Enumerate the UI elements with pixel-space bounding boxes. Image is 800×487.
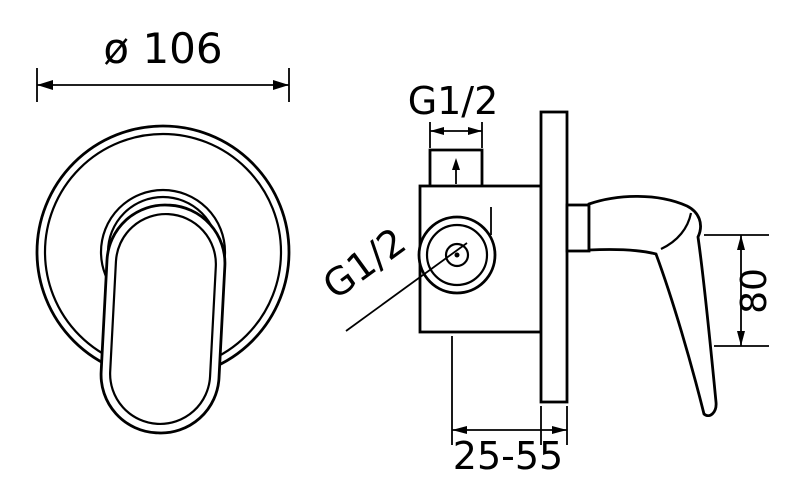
dimension-arrow-left — [452, 426, 467, 434]
top-thread-label: G1/2 — [408, 79, 499, 123]
height-dimension: 80 — [704, 234, 775, 347]
wall-plate — [539, 110, 569, 404]
inlet-boss-mid-circle — [425, 223, 489, 287]
dimension-arrow-top — [737, 235, 745, 250]
depth-range-label: 25-55 — [453, 434, 563, 478]
side-view: G1/2 G1/2 — [315, 79, 775, 478]
side-thread-label: G1/2 — [315, 219, 414, 308]
handle-adapter — [565, 203, 591, 253]
flow-arrow-head — [452, 158, 460, 170]
diameter-dimension-label: ø 106 — [103, 24, 222, 73]
lever-handle-outline — [99, 203, 227, 435]
inlet-boss-thread-circle — [444, 242, 470, 268]
top-inlet-outline — [428, 148, 484, 186]
depth-range-dimension: 25-55 — [451, 336, 568, 478]
dimension-arrow-left — [430, 127, 444, 135]
top-thread-dimension: G1/2 — [408, 79, 499, 148]
side-thread-leader-line — [345, 242, 468, 332]
lever-handle-side-outline — [587, 195, 718, 418]
lever-handle-inner-contour — [109, 212, 217, 426]
dimension-arrow-right — [273, 80, 289, 90]
dimension-arrow-right — [552, 426, 567, 434]
height-dimension-label: 80 — [734, 268, 775, 314]
dimension-arrow-right — [468, 127, 482, 135]
lever-handle-side-contour — [660, 212, 693, 250]
dimension-arrow-left — [37, 80, 53, 90]
front-view: ø 106 — [35, 24, 291, 435]
dimension-arrow-bottom — [737, 331, 745, 346]
inlet-center-dot — [454, 252, 460, 258]
diameter-dimension: ø 106 — [36, 24, 290, 102]
